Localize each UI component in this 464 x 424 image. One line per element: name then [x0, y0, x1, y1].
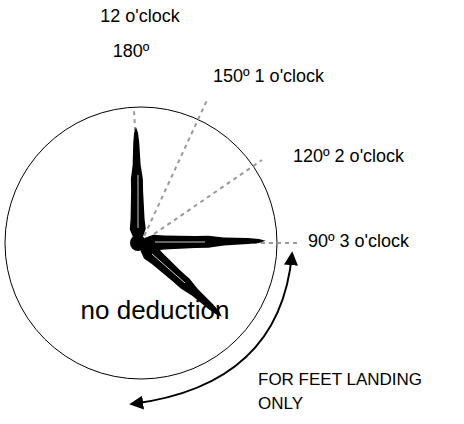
angle-label: 12 o'clock — [100, 6, 179, 27]
angle-label: 120º 2 o'clock — [293, 146, 404, 167]
rotation-circle — [5, 107, 277, 379]
figure-highlights — [138, 175, 205, 283]
angle-label: 180º — [113, 41, 150, 62]
range-note: FOR FEET LANDING ONLY — [258, 368, 458, 416]
angle-guides — [134, 98, 298, 243]
angle-label: 90º 3 o'clock — [308, 231, 409, 252]
angle-label: 150º 1 o'clock — [213, 66, 324, 87]
diver-figures — [128, 127, 266, 323]
deduction-note: no deduction — [80, 294, 230, 326]
